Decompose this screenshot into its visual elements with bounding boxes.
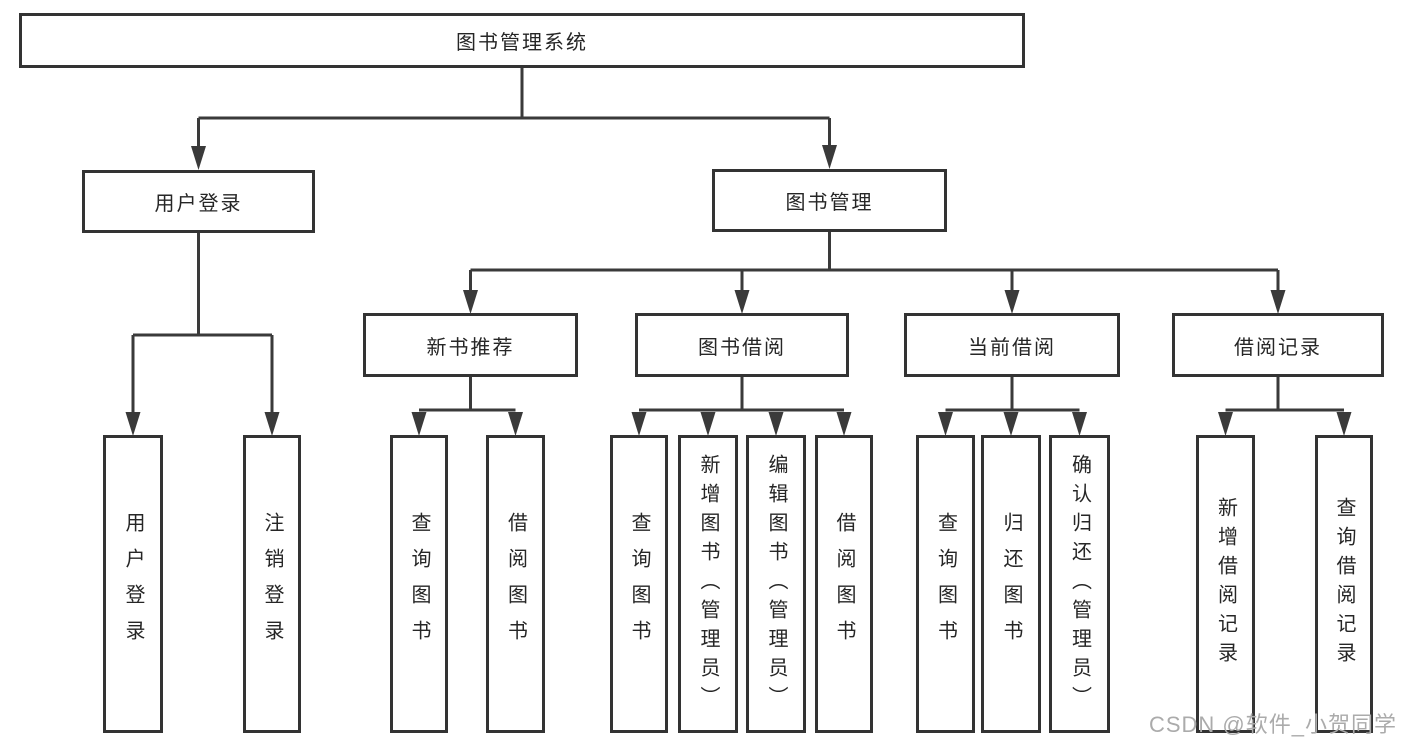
leaf-user-login: 用户登录	[103, 435, 163, 733]
node-label: 借阅图书	[504, 512, 527, 656]
node-label: 新增图书（管理员）	[697, 453, 719, 715]
node-label: 编辑图书（管理员）	[765, 453, 787, 715]
node-label: 查询图书	[408, 512, 430, 656]
leaf-borrow-books-borrowing: 借阅图书	[815, 435, 873, 733]
node-label: 查询图书	[934, 512, 957, 656]
leaf-query-books-borrowing: 查询图书	[610, 435, 668, 733]
node-label: 借阅记录	[1234, 336, 1322, 359]
node-user-login: 用户登录	[82, 170, 315, 233]
node-book-borrowing: 图书借阅	[635, 313, 849, 377]
leaf-logout: 注销登录	[243, 435, 301, 733]
node-label: 注销登录	[261, 512, 283, 656]
node-label: 借阅图书	[833, 512, 855, 656]
node-label: 归还图书	[1000, 512, 1022, 656]
leaf-add-borrowing-record: 新增借阅记录	[1196, 435, 1255, 733]
node-label: 图书管理	[785, 192, 874, 214]
node-label: 新增借阅记录	[1214, 497, 1237, 671]
leaf-add-books-admin: 新增图书（管理员）	[678, 435, 738, 733]
node-label: 图书借阅	[698, 336, 786, 359]
node-label: 用户登录	[154, 193, 243, 215]
node-label: 确认归还（管理员）	[1068, 453, 1091, 715]
node-borrowing-records: 借阅记录	[1172, 313, 1384, 377]
node-label: 新书推荐	[426, 336, 515, 359]
node-label: 查询图书	[628, 512, 650, 656]
node-current-borrowing: 当前借阅	[904, 313, 1120, 377]
node-new-book-recommendation: 新书推荐	[363, 313, 578, 377]
leaf-return-books: 归还图书	[981, 435, 1041, 733]
node-library-management-system: 图书管理系统	[19, 13, 1025, 68]
node-label: 图书管理系统	[456, 32, 588, 54]
leaf-edit-books-admin: 编辑图书（管理员）	[746, 435, 806, 733]
node-label: 查询借阅记录	[1333, 497, 1355, 671]
node-label: 当前借阅	[968, 336, 1056, 359]
leaf-query-borrowing-record: 查询借阅记录	[1315, 435, 1373, 733]
node-book-management: 图书管理	[712, 169, 947, 232]
watermark: CSDN @软件_小贺同学	[1148, 712, 1397, 737]
leaf-confirm-return-admin: 确认归还（管理员）	[1049, 435, 1110, 733]
leaf-query-books-recommendation: 查询图书	[390, 435, 448, 733]
node-label: 用户登录	[122, 512, 144, 656]
leaf-borrow-books-recommendation: 借阅图书	[486, 435, 545, 733]
leaf-query-books-current: 查询图书	[916, 435, 975, 733]
